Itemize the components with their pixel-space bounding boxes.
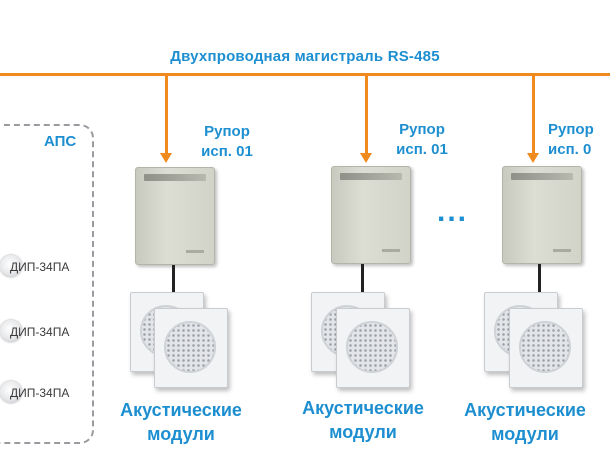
cable-line [538,264,541,294]
rupor-label-line2: исп. 01 [396,141,448,158]
cable-line [361,264,364,294]
rupor-cabinet [135,167,215,265]
bus-drop-line [365,74,368,154]
rupor-label-line2: исп. 0 [548,141,592,158]
bus-drop-line [165,74,168,154]
modules-label-line1: Акустические [120,400,242,420]
modules-label-line2: модули [147,424,215,444]
cabinet-badge [382,249,400,252]
rupor-label-line1: Рупор [204,123,250,140]
modules-label-line1: Акустические [302,398,424,418]
modules-label: Акустические модули [278,396,448,444]
modules-label-line1: Акустические [464,400,586,420]
ellipsis: ... [437,195,469,228]
cabinet-badge [186,250,204,253]
aps-label: АПС [44,133,77,150]
smoke-detector-icon [0,381,22,403]
detector-label: ДИП-34ПА [10,386,70,400]
speaker-grill [346,321,398,373]
rupor-cabinet [502,166,582,264]
modules-label: Акустические модули [96,398,266,446]
bus-title: Двухпроводная магистраль RS-485 [170,48,440,65]
cabinet-indicator-panel [144,174,206,181]
rupor-label: Рупор исп. 0 [548,120,610,160]
cabinet-badge [553,249,571,252]
arrow-down-icon [360,153,372,163]
cabinet-indicator-panel [511,173,573,180]
rupor-label-line1: Рупор [399,121,445,138]
rupor-label-line2: исп. 01 [201,143,253,160]
modules-label: Акустические модули [440,398,610,446]
modules-label-line2: модули [329,422,397,442]
detector-label: ДИП-34ПА [10,325,70,339]
smoke-detector-icon [0,255,22,277]
speaker-grill [519,321,571,373]
smoke-detector-icon [0,320,22,342]
speaker-module [336,308,410,388]
rupor-label-line1: Рупор [548,121,594,138]
bus-line [0,73,610,76]
detector-label: ДИП-34ПА [10,260,70,274]
rupor-label: Рупор исп. 01 [182,122,272,162]
aps-group-border [0,124,94,444]
rupor-cabinet [331,166,411,264]
speaker-module [509,308,583,388]
bus-drop-line [532,74,535,154]
arrow-down-icon [527,153,539,163]
speaker-grill [164,321,216,373]
rupor-label: Рупор исп. 01 [377,120,467,160]
arrow-down-icon [160,153,172,163]
cable-line [172,265,175,293]
modules-label-line2: модули [491,424,559,444]
speaker-module [154,308,228,388]
cabinet-indicator-panel [340,173,402,180]
